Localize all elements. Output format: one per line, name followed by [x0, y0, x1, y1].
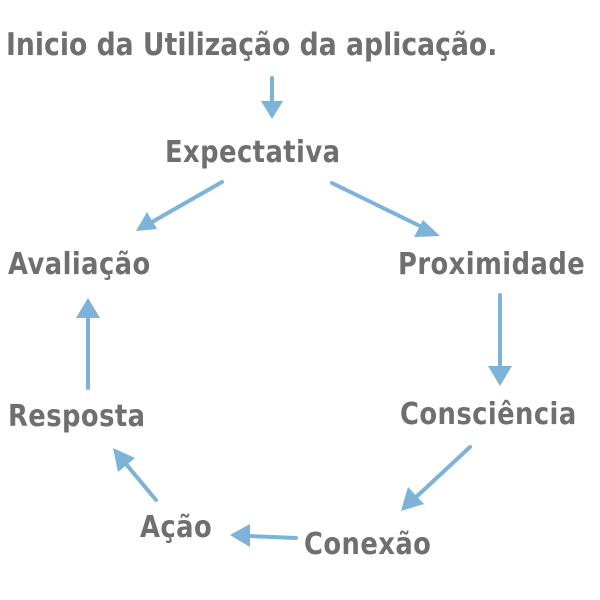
- arrow-resposta-to-avaliacao: [76, 298, 100, 390]
- node-acao: Ação: [140, 510, 213, 545]
- arrow-title-to-expectativa: [261, 76, 283, 119]
- node-conexao: Conexão: [304, 527, 432, 562]
- node-proximidade: Proximidade: [398, 247, 586, 282]
- node-consciencia: Consciência: [400, 397, 577, 432]
- node-avaliacao: Avaliação: [8, 247, 151, 282]
- arrow-acao-to-resposta: [113, 448, 158, 502]
- arrow-avaliacao-to-expectativa: [136, 180, 224, 231]
- node-resposta: Resposta: [8, 399, 146, 434]
- arrow-proximidade-to-consciencia: [488, 293, 512, 386]
- diagram-title: Inicio da Utilização da aplicação.: [6, 27, 498, 63]
- arrow-conexao-to-acao: [230, 524, 298, 547]
- arrow-expectativa-to-proximidade: [330, 181, 440, 237]
- node-expectativa: Expectativa: [165, 135, 341, 170]
- arrow-consciencia-to-conexao: [401, 445, 472, 511]
